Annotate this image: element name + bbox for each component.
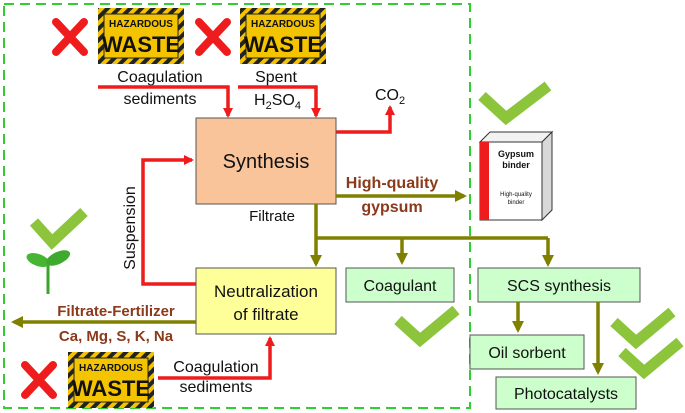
green-check-icon — [610, 307, 676, 350]
oil-sorbent-label: Oil sorbent — [488, 345, 566, 362]
process-boundary — [3, 3, 471, 409]
coagulation-sediments-label: Coagulation — [117, 69, 202, 86]
red-x-icon — [195, 18, 231, 56]
hazard-sign-top-text: HAZARDOUS — [251, 19, 315, 30]
synthesis-box — [195, 117, 337, 205]
synthesis-label: Synthesis — [223, 151, 310, 173]
hazard-sign-icon: HAZARDOUS WASTE — [68, 352, 154, 408]
hazard-sign-top-text: HAZARDOUS — [79, 363, 143, 374]
scs-synthesis-box — [477, 267, 641, 303]
gypsum-binder-title: Gypsum — [498, 149, 534, 159]
coagulant-box — [345, 267, 455, 303]
gypsum-binder-subtitle: binder — [508, 200, 525, 206]
coagulation-sediments-label: sediments — [124, 91, 197, 108]
gypsum-box-icon: Gypsum binder High-quality binder — [478, 130, 554, 222]
spent-label: Spent — [255, 69, 297, 86]
green-check-icon — [478, 81, 552, 126]
green-check-icon — [29, 207, 88, 250]
hazard-sign-icon: HAZARDOUS WASTE — [240, 8, 326, 64]
high-quality-label: High-quality — [346, 175, 439, 192]
gypsum-binder-subtitle: High-quality — [500, 192, 532, 198]
suspension-arrow — [141, 155, 196, 286]
hazard-sign-main-text: WASTE — [102, 32, 180, 57]
hazard-sign-icon: HAZARDOUS WASTE — [98, 8, 184, 64]
acid-to-synthesis-arrow — [238, 85, 321, 118]
scs-synthesis-label: SCS synthesis — [507, 278, 611, 295]
oil-sorbent-box — [469, 334, 585, 370]
filtrate-fertilizer-label: Filtrate-Fertilizer — [57, 303, 175, 320]
coagulant-label: Coagulant — [364, 278, 438, 295]
elements-label: Ca, Mg, S, K, Na — [59, 328, 174, 345]
neutralization-label: Neutralization — [214, 282, 318, 301]
co2-arrow — [336, 105, 395, 134]
coagulation-sediments-label: sediments — [180, 379, 253, 396]
green-check-icon — [394, 305, 460, 348]
hazard-sign-main-text: WASTE — [72, 376, 150, 401]
red-x-icon — [52, 18, 88, 56]
neutralization-label: of filtrate — [233, 305, 298, 324]
gypsum-label: gypsum — [361, 199, 422, 216]
suspension-label: Suspension — [122, 186, 139, 270]
red-x-icon — [21, 361, 57, 399]
photocatalysts-label: Photocatalysts — [514, 386, 618, 403]
gypsum-binder-title: binder — [502, 160, 530, 170]
green-check-icon — [618, 337, 684, 380]
hazard-sign-top-text: HAZARDOUS — [109, 19, 173, 30]
sprout-icon — [26, 250, 71, 295]
co2-label: CO2 — [375, 87, 405, 107]
coagulation-to-neutralization-arrow — [158, 336, 275, 380]
coagulation-to-synthesis-arrow — [98, 85, 233, 118]
filtrate-label: Filtrate — [249, 208, 295, 225]
h2so4-label: H2SO4 — [254, 92, 301, 112]
coagulation-sediments-label: Coagulation — [173, 359, 258, 376]
photocatalysts-box — [495, 376, 637, 410]
neutralization-box — [195, 267, 337, 335]
hazard-sign-main-text: WASTE — [244, 32, 322, 57]
